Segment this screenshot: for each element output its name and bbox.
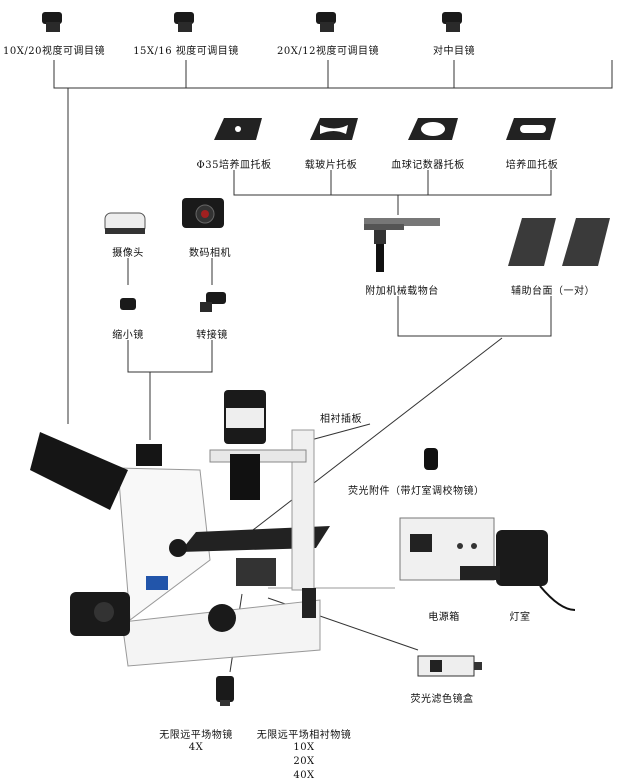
plate-label-culture-dish: 培养皿托板 (505, 160, 559, 171)
eyepiece-icon (316, 12, 336, 32)
culture-dish-plate-icon (506, 118, 556, 140)
lamp-house-icon (460, 530, 576, 611)
eyepiece-label-10x: 10X/20视度可调目镜 (3, 46, 105, 57)
power-box-label: 电源箱 (428, 612, 460, 623)
adapter-lens-icon (200, 292, 226, 312)
eyepiece-label-15x: 15X/16 视度可调目镜 (133, 46, 239, 57)
plan-objective-mag: 4X (188, 742, 204, 753)
imaging-label-digital-camera: 数码相机 (189, 248, 231, 259)
plate-label-hemocytometer: 血球记数器托板 (391, 160, 465, 171)
hemocytometer-plate-icon (408, 118, 458, 140)
imaging-label-adapter: 转接镜 (196, 330, 228, 341)
phase-objective-label: 无限远平场相衬物镜 (256, 730, 352, 741)
plate-label-35mm: Φ35培养皿托板 (196, 160, 272, 171)
fluorescence-attachment-icon (424, 448, 438, 470)
plate-label-slide: 载玻片托板 (304, 160, 358, 171)
stage-label-mechanical: 附加机械载物台 (365, 286, 439, 297)
aux-stage-plate-icon (508, 218, 610, 266)
mechanical-stage-icon (364, 218, 440, 272)
filter-box-icon (417, 655, 482, 677)
plan-objective-label: 无限远平场物镜 (159, 730, 233, 741)
microscope-body (30, 390, 330, 667)
objective-lens-icon (216, 676, 234, 706)
eyepiece-icon (442, 12, 462, 32)
eyepiece-label-20x: 20X/12视度可调目镜 (277, 46, 379, 57)
slide-plate-icon (310, 118, 358, 140)
eyepiece-icon (42, 12, 62, 32)
camera-head-icon (104, 212, 146, 234)
filter-box-label: 荧光滤色镜盒 (410, 694, 474, 705)
phase-objective-mag-10x: 10X (293, 742, 315, 753)
reducer-lens-icon (120, 298, 136, 310)
phase-slider-label: 相衬插板 (320, 414, 362, 425)
stage-label-auxiliary: 辅助台面（一对） (511, 286, 595, 297)
digital-camera-icon (182, 198, 224, 228)
phase-objective-mag-20x: 20X (293, 756, 315, 767)
phase-objective-mag-40x: 40X (293, 770, 315, 781)
eyepiece-label-centering: 对中目镜 (433, 46, 475, 57)
eyepiece-icon (174, 12, 194, 32)
imaging-label-camera-head: 摄像头 (112, 248, 144, 259)
lamp-house-label: 灯室 (509, 612, 531, 623)
fluorescence-attachment-label: 荧光附件（带灯室调校物镜） (348, 486, 485, 497)
plate-35mm-icon (214, 118, 262, 140)
imaging-label-reducer: 缩小镜 (112, 330, 144, 341)
